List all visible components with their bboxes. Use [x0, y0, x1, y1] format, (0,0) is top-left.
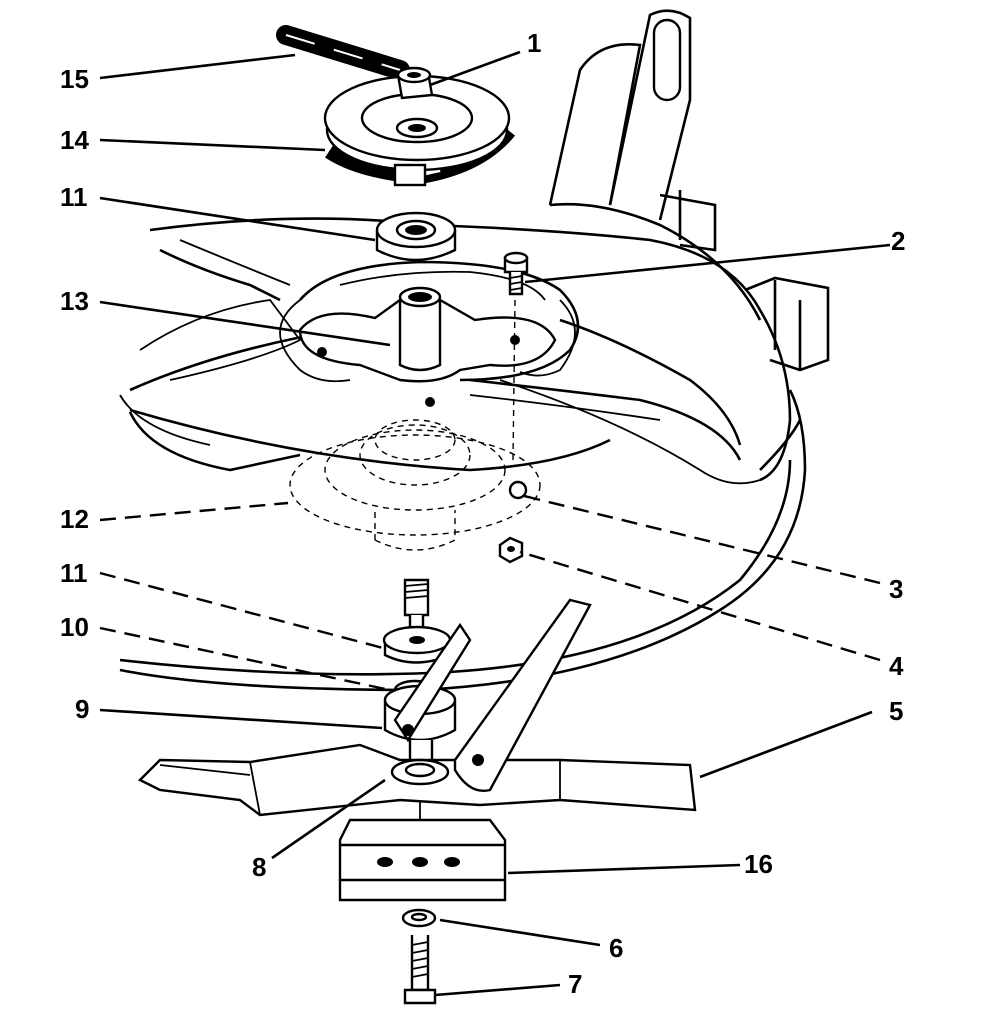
hidden-flange [289, 419, 541, 551]
callout-8: 8 [252, 852, 266, 882]
callout-9: 9 [75, 694, 89, 724]
callout-12: 12 [60, 504, 89, 534]
callout-11-lower: 11 [60, 558, 88, 588]
callout-13: 13 [60, 286, 89, 316]
bottom-washer [401, 908, 437, 928]
upper-bearing [375, 211, 457, 262]
blade-support [383, 622, 472, 772]
lower-bearing [382, 625, 452, 664]
anti-scalp-plate [338, 800, 507, 902]
blade-bolt [403, 935, 437, 1005]
pulley-nut [396, 66, 434, 100]
callout-10: 10 [60, 612, 89, 642]
callout-5: 5 [889, 696, 903, 726]
callout-labels: 1 2 3 4 5 6 7 8 9 10 11 11 12 13 14 15 1… [60, 28, 905, 999]
callout-11-upper: 11 [60, 182, 88, 212]
mower-deck [119, 9, 830, 692]
lock-nut [498, 536, 524, 564]
callout-2: 2 [891, 226, 905, 256]
leader-lines [99, 50, 891, 997]
callout-7: 7 [568, 969, 582, 999]
callout-1: 1 [527, 28, 541, 58]
callout-3: 3 [889, 574, 903, 604]
callout-14: 14 [60, 125, 89, 155]
callout-6: 6 [609, 933, 623, 963]
blade-washer [390, 758, 450, 786]
housing-bolt [503, 251, 529, 461]
callout-15: 15 [60, 64, 89, 94]
spindle-housing [298, 286, 557, 407]
callout-4: 4 [889, 651, 904, 681]
callout-16: 16 [744, 849, 773, 879]
